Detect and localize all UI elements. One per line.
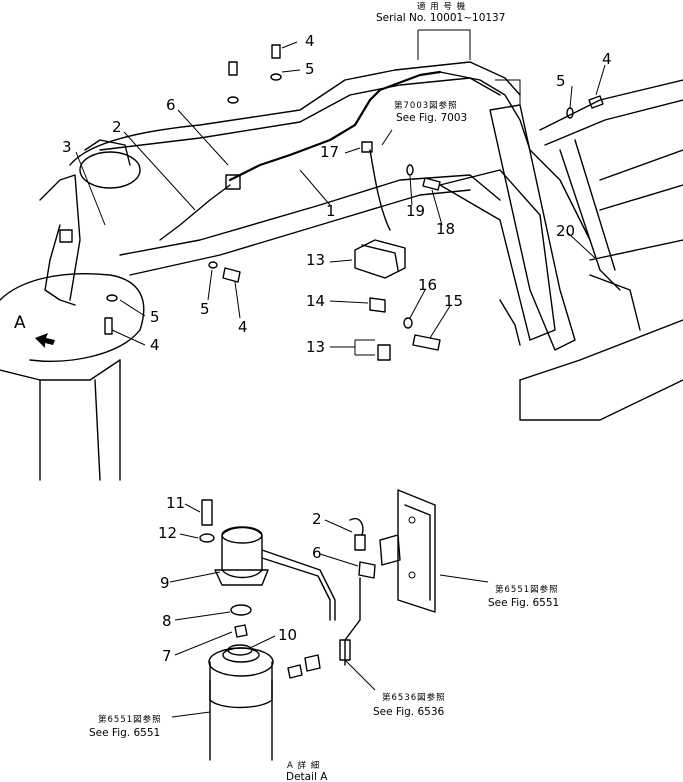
callout-3: 3: [62, 138, 72, 156]
callout-5-right: 5: [556, 72, 566, 90]
callout-12: 12: [158, 524, 177, 542]
ref-7003-jp: 第7003図参照: [394, 100, 458, 111]
callout-14: 14: [306, 292, 325, 310]
ref-6551-right: See Fig. 6551: [488, 597, 559, 609]
callout-6-top: 6: [166, 96, 176, 114]
callout-6-detail: 6: [312, 544, 322, 562]
detail-a-marker: A: [14, 313, 26, 333]
callout-16: 16: [418, 276, 437, 294]
callout-2-detail: 2: [312, 510, 322, 528]
callout-9: 9: [160, 574, 170, 592]
callout-15: 15: [444, 292, 463, 310]
callout-4-left: 4: [150, 336, 160, 354]
callout-4-top: 4: [305, 32, 315, 50]
boom-assembly-drawing: [0, 29, 683, 481]
callout-5-mid: 5: [200, 300, 210, 318]
callout-5-top: 5: [305, 60, 315, 78]
callout-2-top: 2: [112, 118, 122, 136]
detail-a-drawing: [199, 489, 436, 761]
callout-1: 1: [326, 202, 336, 220]
callout-5-left: 5: [150, 308, 160, 326]
callout-17: 17: [320, 143, 339, 161]
serial-header-jp: 適 用 号 機: [417, 1, 466, 12]
callout-4-right: 4: [602, 50, 612, 68]
serial-header: Serial No. 10001~10137: [376, 12, 505, 24]
callout-13-bottom: 13: [306, 338, 325, 356]
leader-lines: [75, 41, 606, 718]
callout-19: 19: [406, 202, 425, 220]
callout-4-mid: 4: [238, 318, 248, 336]
callout-10: 10: [278, 626, 297, 644]
callout-8: 8: [162, 612, 172, 630]
callout-13-top: 13: [306, 251, 325, 269]
ref-6536-jp: 第6536図参照: [382, 692, 446, 703]
detail-a-jp: A 詳 細: [287, 760, 320, 771]
callout-18: 18: [436, 220, 455, 238]
callout-7: 7: [162, 647, 172, 665]
ref-7003: See Fig. 7003: [396, 112, 467, 124]
callout-11: 11: [166, 494, 185, 512]
detail-a-label: Detail A: [286, 771, 328, 782]
ref-6536: See Fig. 6536: [373, 706, 444, 718]
ref-6551-right-jp: 第6551図参照: [495, 584, 559, 595]
ref-6551-left: See Fig. 6551: [89, 727, 160, 739]
callout-20: 20: [556, 222, 575, 240]
ref-6551-left-jp: 第6551図参照: [98, 714, 162, 725]
